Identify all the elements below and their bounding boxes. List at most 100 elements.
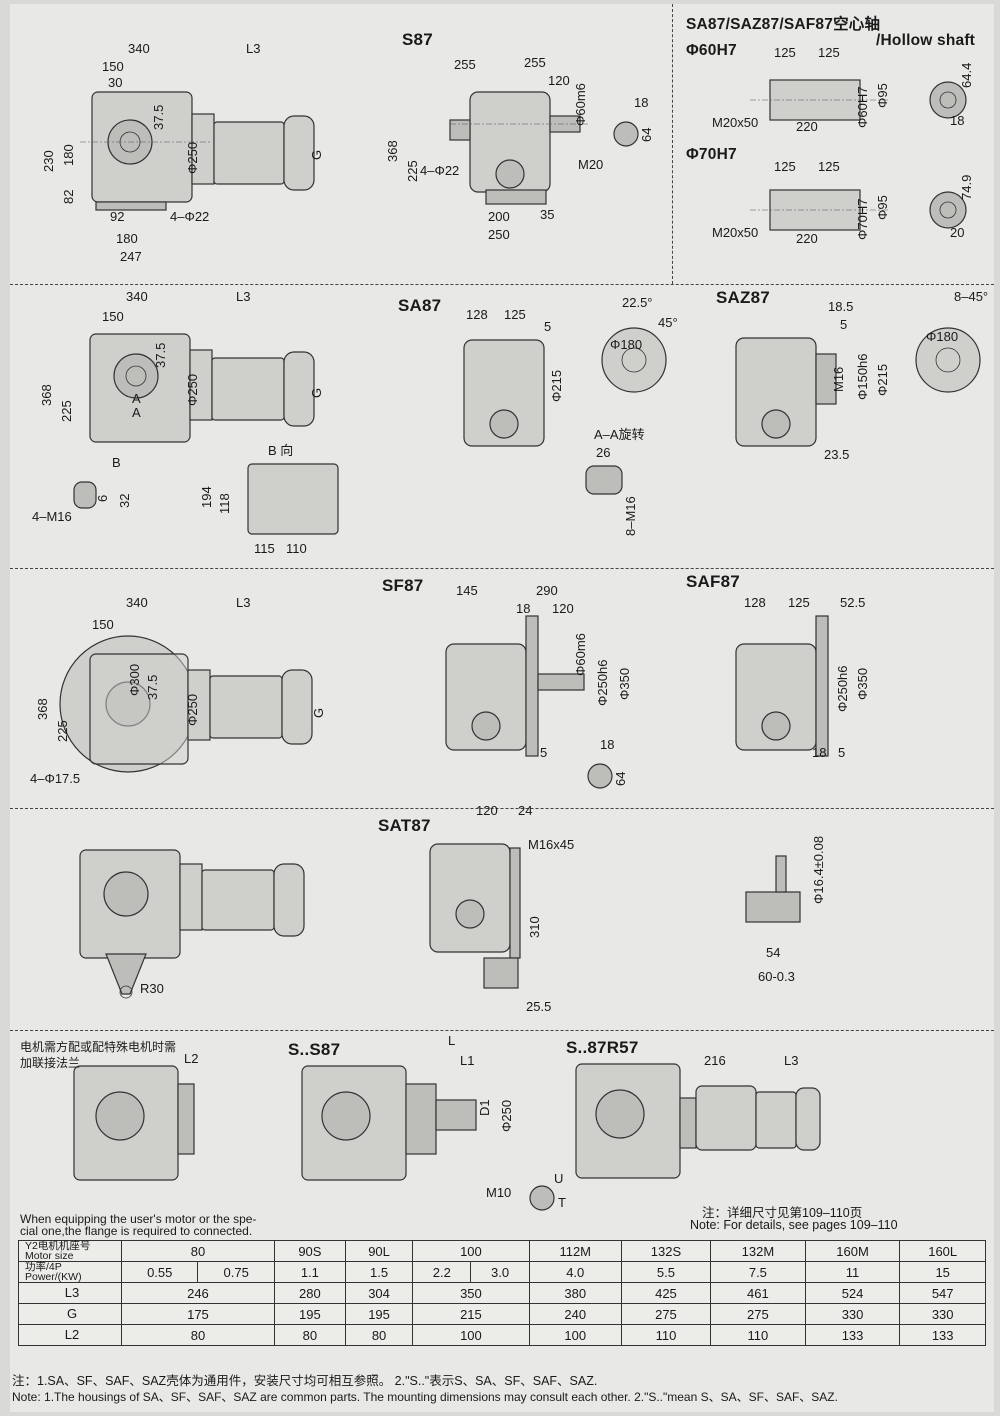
table-cell: 7.5 [710,1261,806,1283]
dim: 64 [613,771,628,786]
dim: 18 [516,601,531,616]
dim: 128 [466,307,488,322]
dim: 125 [788,595,810,610]
table-cell: 80 [344,1324,414,1346]
dim: Φ180 [610,337,643,352]
table-cell: 547 [899,1282,986,1304]
dim: Φ250 [499,1099,514,1132]
dim: 225 [59,400,74,422]
dim: 290 [536,583,558,598]
table-cell: 175 [121,1303,275,1325]
dim: 23.5 [824,447,850,462]
dim: B [112,455,121,470]
dim: Φ350 [617,667,632,700]
table-cell: 15 [899,1261,986,1283]
catalog-page: S87 SA87/SAZ87/SAF87空心轴 /Hollow shaft Φ6… [10,4,994,1412]
dim: 64.4 [959,62,974,88]
detail-note-en: Note: For details, see pages 109–110 [690,1218,898,1232]
detail-note-cn: 注：详细尺寸见第109–110页 [702,1206,863,1220]
dim: 30 [108,75,123,90]
table-cell: 304 [344,1282,414,1304]
dim: 37.5 [151,104,166,130]
dim: 54 [766,945,781,960]
dim: 4–Φ22 [420,163,460,178]
table-cell: 246 [121,1282,275,1304]
label-h60: Φ60H7 [686,42,737,59]
table-cell: 5.5 [620,1261,712,1283]
label-h70: Φ70H7 [686,146,737,163]
hollow-shaft-divider [672,4,673,284]
label-hollow-shaft: SA87/SAZ87/SAF87空心轴 [686,16,881,33]
dim: 18 [600,737,615,752]
drawing-s87-front [449,91,639,205]
dim: A [132,391,141,406]
dim: 5 [838,745,846,760]
dim: 8–M16 [623,496,638,536]
dim: 150 [102,59,124,74]
dim: 5 [840,317,848,332]
table-cell: 90S [273,1240,346,1262]
dim: Φ250h6 [595,659,610,706]
dim: 125 [774,159,796,174]
drawing-s87-side [80,91,315,211]
label-s-87r57: S..87R57 [566,1038,639,1057]
dim: 194 [199,486,214,508]
drawing-saz87 [735,327,981,447]
table-cell: 240 [528,1303,622,1325]
dim: 120 [548,73,570,88]
drawing-sa87-front [463,327,667,495]
label-section-aa: A–A旋转 [594,427,645,442]
flange-note-cn-1: 电机需方配或配特殊电机时需 [20,1040,177,1054]
label-sat87: SAT87 [378,816,431,835]
dim: 340 [126,289,148,304]
dim: 5 [540,745,548,760]
table-cell: 112M [528,1240,622,1262]
label-s87: S87 [402,30,433,49]
dim: L [448,1033,456,1048]
dim: M16 [831,366,846,392]
table-cell: 280 [273,1282,346,1304]
dim: Φ250 [185,373,200,406]
dim: M10 [486,1185,512,1200]
dim: 6 [95,494,110,502]
dim: D1 [477,1099,492,1116]
dim: L1 [460,1053,475,1068]
dim: 150 [102,309,124,324]
dim: 216 [704,1053,726,1068]
dim: 200 [488,209,510,224]
dim: A [132,405,141,420]
table-cell: 3.0 [470,1261,530,1283]
dim: 74.9 [959,174,974,200]
table-cell: 132M [710,1240,806,1262]
dim: 250 [488,227,510,242]
table-cell: 1.5 [344,1261,414,1283]
dim: 92 [110,209,125,224]
dim: G [311,707,326,718]
table-cell: 133 [804,1324,901,1346]
dim: G [309,387,324,398]
dim: 26 [596,445,611,460]
drawing-flange-variants [73,1063,821,1211]
table-cell: 100 [528,1324,622,1346]
table-cell: 80 [121,1240,275,1262]
dim: Φ180 [926,329,959,344]
dim: M16x45 [528,837,575,852]
footnote-en: Note: 1.The housings of SA、SF、SAF、SAZ ar… [12,1390,838,1404]
dim: 60-0.3 [758,969,795,984]
dim: 340 [128,41,150,56]
dim: 115 [254,541,275,556]
label-hollow-shaft-en: /Hollow shaft [876,32,976,49]
dim: 4–Φ17.5 [30,771,81,786]
dim: Φ95 [875,195,890,220]
dim: Φ16.4±0.08 [811,835,826,904]
dim: 340 [126,595,148,610]
dim: Φ250 [185,693,200,726]
dim: 18 [950,113,965,128]
flange-note-en-1: When equipping the user's motor or the s… [20,1212,257,1226]
table-cell: 195 [344,1303,414,1325]
label-saf87: SAF87 [686,572,740,591]
drawing-saf87 [735,615,829,757]
dim: M20x50 [712,225,759,240]
band-divider-4 [10,808,994,1031]
